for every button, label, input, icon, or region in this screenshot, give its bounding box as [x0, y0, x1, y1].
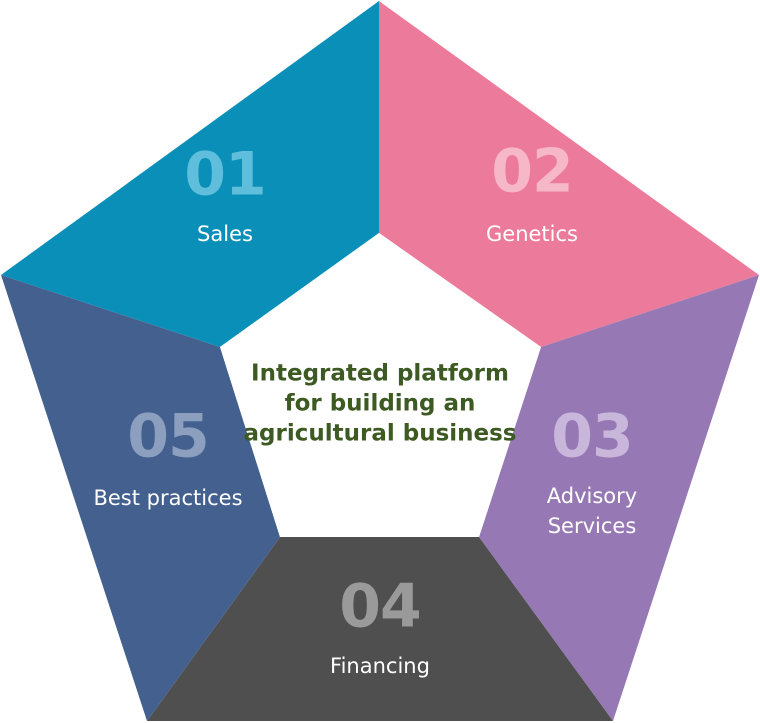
- segment-05-number: 05: [127, 402, 209, 472]
- segment-03-number: 03: [551, 402, 633, 472]
- segment-02-label-line-1: Genetics: [486, 222, 578, 246]
- center-title-line-1: Integrated platform: [251, 361, 509, 387]
- segment-05-shape: [1, 275, 280, 721]
- segment-05-label-line-1: Best practices: [93, 486, 242, 510]
- center-title-line-3: agricultural business: [244, 421, 517, 447]
- segment-01-number: 01: [184, 140, 266, 210]
- segment-03-shape: [479, 275, 759, 721]
- segment-02: 02 Genetics: [379, 1, 759, 347]
- segment-01: 01 Sales: [1, 1, 379, 347]
- segment-04-label-line-1: Financing: [330, 654, 430, 678]
- segment-04-shape: [147, 537, 613, 721]
- segment-03-label-line-1: Advisory: [547, 484, 637, 508]
- segment-04: 04 Financing: [147, 537, 613, 721]
- segment-02-shape: [379, 1, 759, 347]
- segment-01-shape: [1, 1, 379, 347]
- center-pentagon: [220, 233, 541, 537]
- center-title-line-2: for building an: [285, 391, 476, 417]
- segment-01-label-line-1: Sales: [197, 222, 253, 246]
- segment-03-label-line-2: Services: [548, 514, 637, 538]
- segment-04-number: 04: [339, 572, 421, 642]
- center-title: Integrated platform for building an agri…: [244, 361, 517, 447]
- segment-05: 05 Best practices: [1, 275, 280, 721]
- segment-03: 03 Advisory Services: [479, 275, 759, 721]
- segment-02-number: 02: [491, 137, 573, 207]
